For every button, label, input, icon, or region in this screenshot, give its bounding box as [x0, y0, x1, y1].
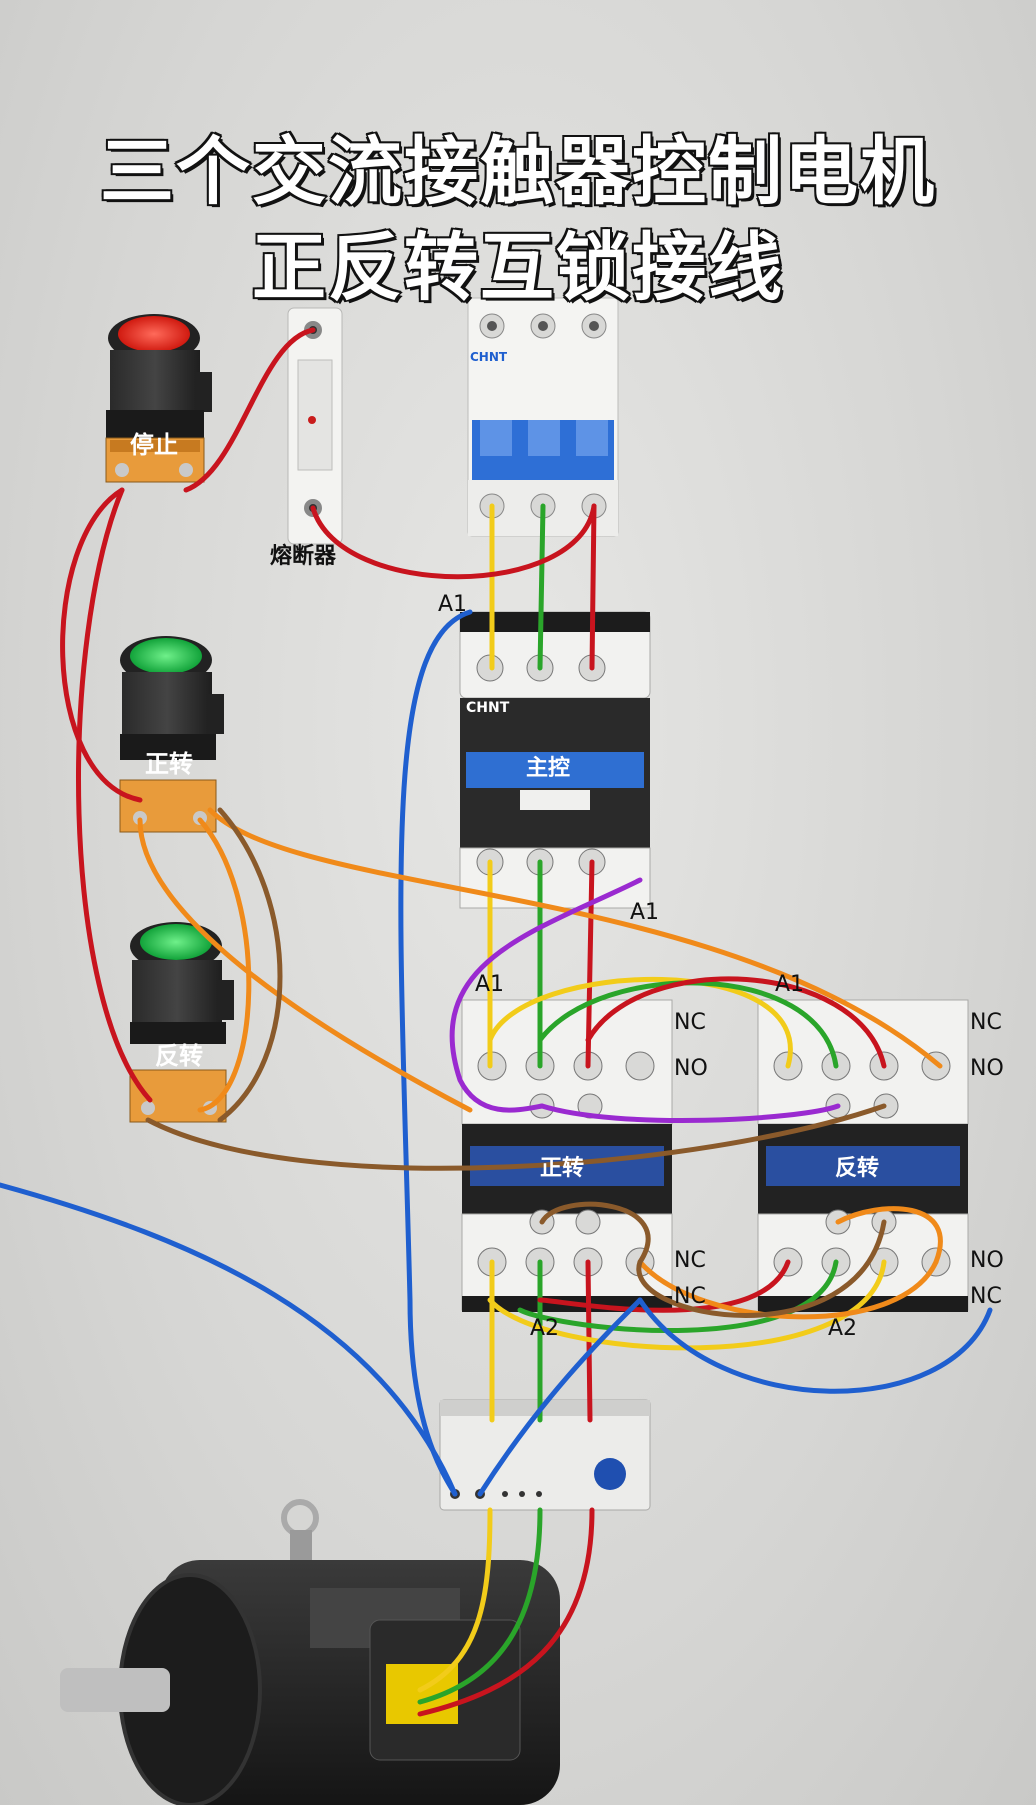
wires: [0, 327, 993, 1717]
forward-contactor-label: 正转: [540, 1156, 585, 1181]
marker-a2-forward: A2: [530, 1316, 560, 1341]
marker-a1-reverse: A1: [775, 972, 805, 997]
marker-a1-top: A1: [438, 592, 468, 617]
contactor-icon: [459, 611, 651, 909]
contact-nc-label: NC: [674, 1248, 706, 1273]
fuse-label: 熔断器: [270, 544, 337, 569]
contact-no-label: NO: [970, 1248, 1004, 1273]
contact-no-label: NO: [970, 1056, 1004, 1081]
motor-icon: [60, 1499, 560, 1805]
stop-button-label: 停止: [130, 431, 178, 459]
thermal-relay-icon: [439, 1399, 651, 1511]
breaker-brand: CHNT: [470, 350, 508, 364]
stop-button-icon: [105, 314, 212, 483]
marker-a1-forward: A1: [475, 972, 505, 997]
contact-nc-label: NC: [970, 1010, 1002, 1035]
page-subtitle: 正反转互锁接线: [251, 224, 784, 313]
reverse-button-label: 反转: [155, 1042, 203, 1070]
main-contactor-brand: CHNT: [466, 700, 510, 716]
contact-nc-label: NC: [674, 1284, 706, 1309]
fuse-holder: [287, 307, 343, 545]
main-contactor-label: 主控: [526, 756, 571, 781]
marker-a2-reverse: A2: [828, 1316, 858, 1341]
contact-nc-label: NC: [674, 1010, 706, 1035]
circuit-breaker-icon: [467, 297, 619, 537]
start-button-icon: [119, 636, 224, 833]
start-button-icon: [129, 922, 234, 1123]
reverse-contactor-label: 反转: [835, 1156, 880, 1181]
marker-a1-main-bottom: A1: [630, 900, 660, 925]
contact-no-label: NO: [674, 1056, 708, 1081]
contact-nc-label: NC: [970, 1284, 1002, 1309]
contactor-icon: [461, 999, 673, 1312]
forward-button-label: 正转: [145, 750, 193, 778]
page-title: 三个交流接触器控制电机: [99, 128, 936, 217]
